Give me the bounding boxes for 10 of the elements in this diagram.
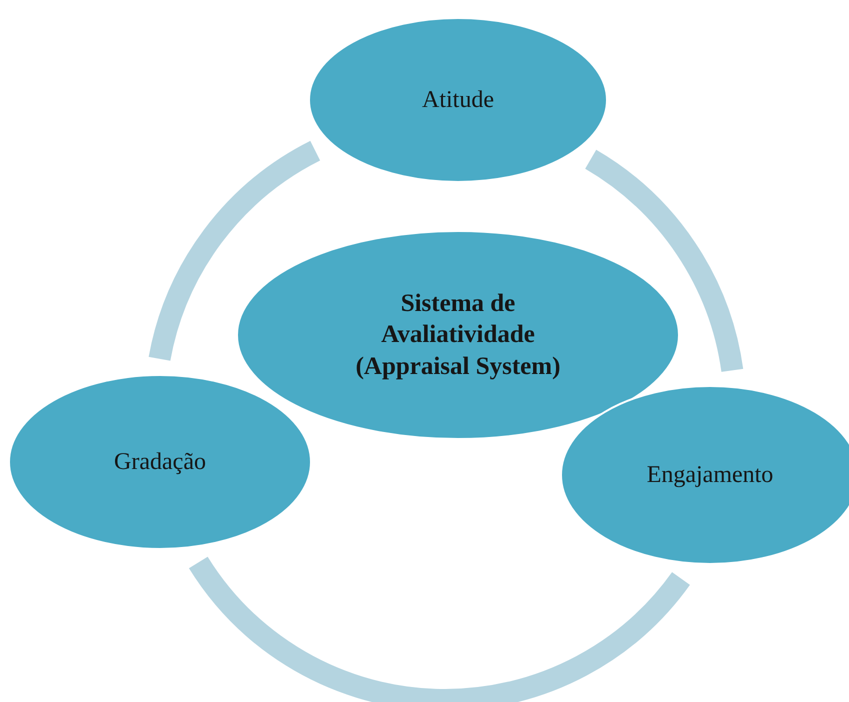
ellipse-node [308,17,608,183]
node-label: Engajamento [646,461,774,490]
ring-connector [584,150,744,373]
ring-connector [148,141,321,362]
ellipse-node [8,374,312,550]
node-label: Atitude [422,86,494,115]
ring-connector [189,556,690,702]
node-label: Gradação [114,448,206,477]
node-label: Sistema de Avaliatividade (Appraisal System) [354,289,562,382]
ellipse-node [236,230,680,440]
